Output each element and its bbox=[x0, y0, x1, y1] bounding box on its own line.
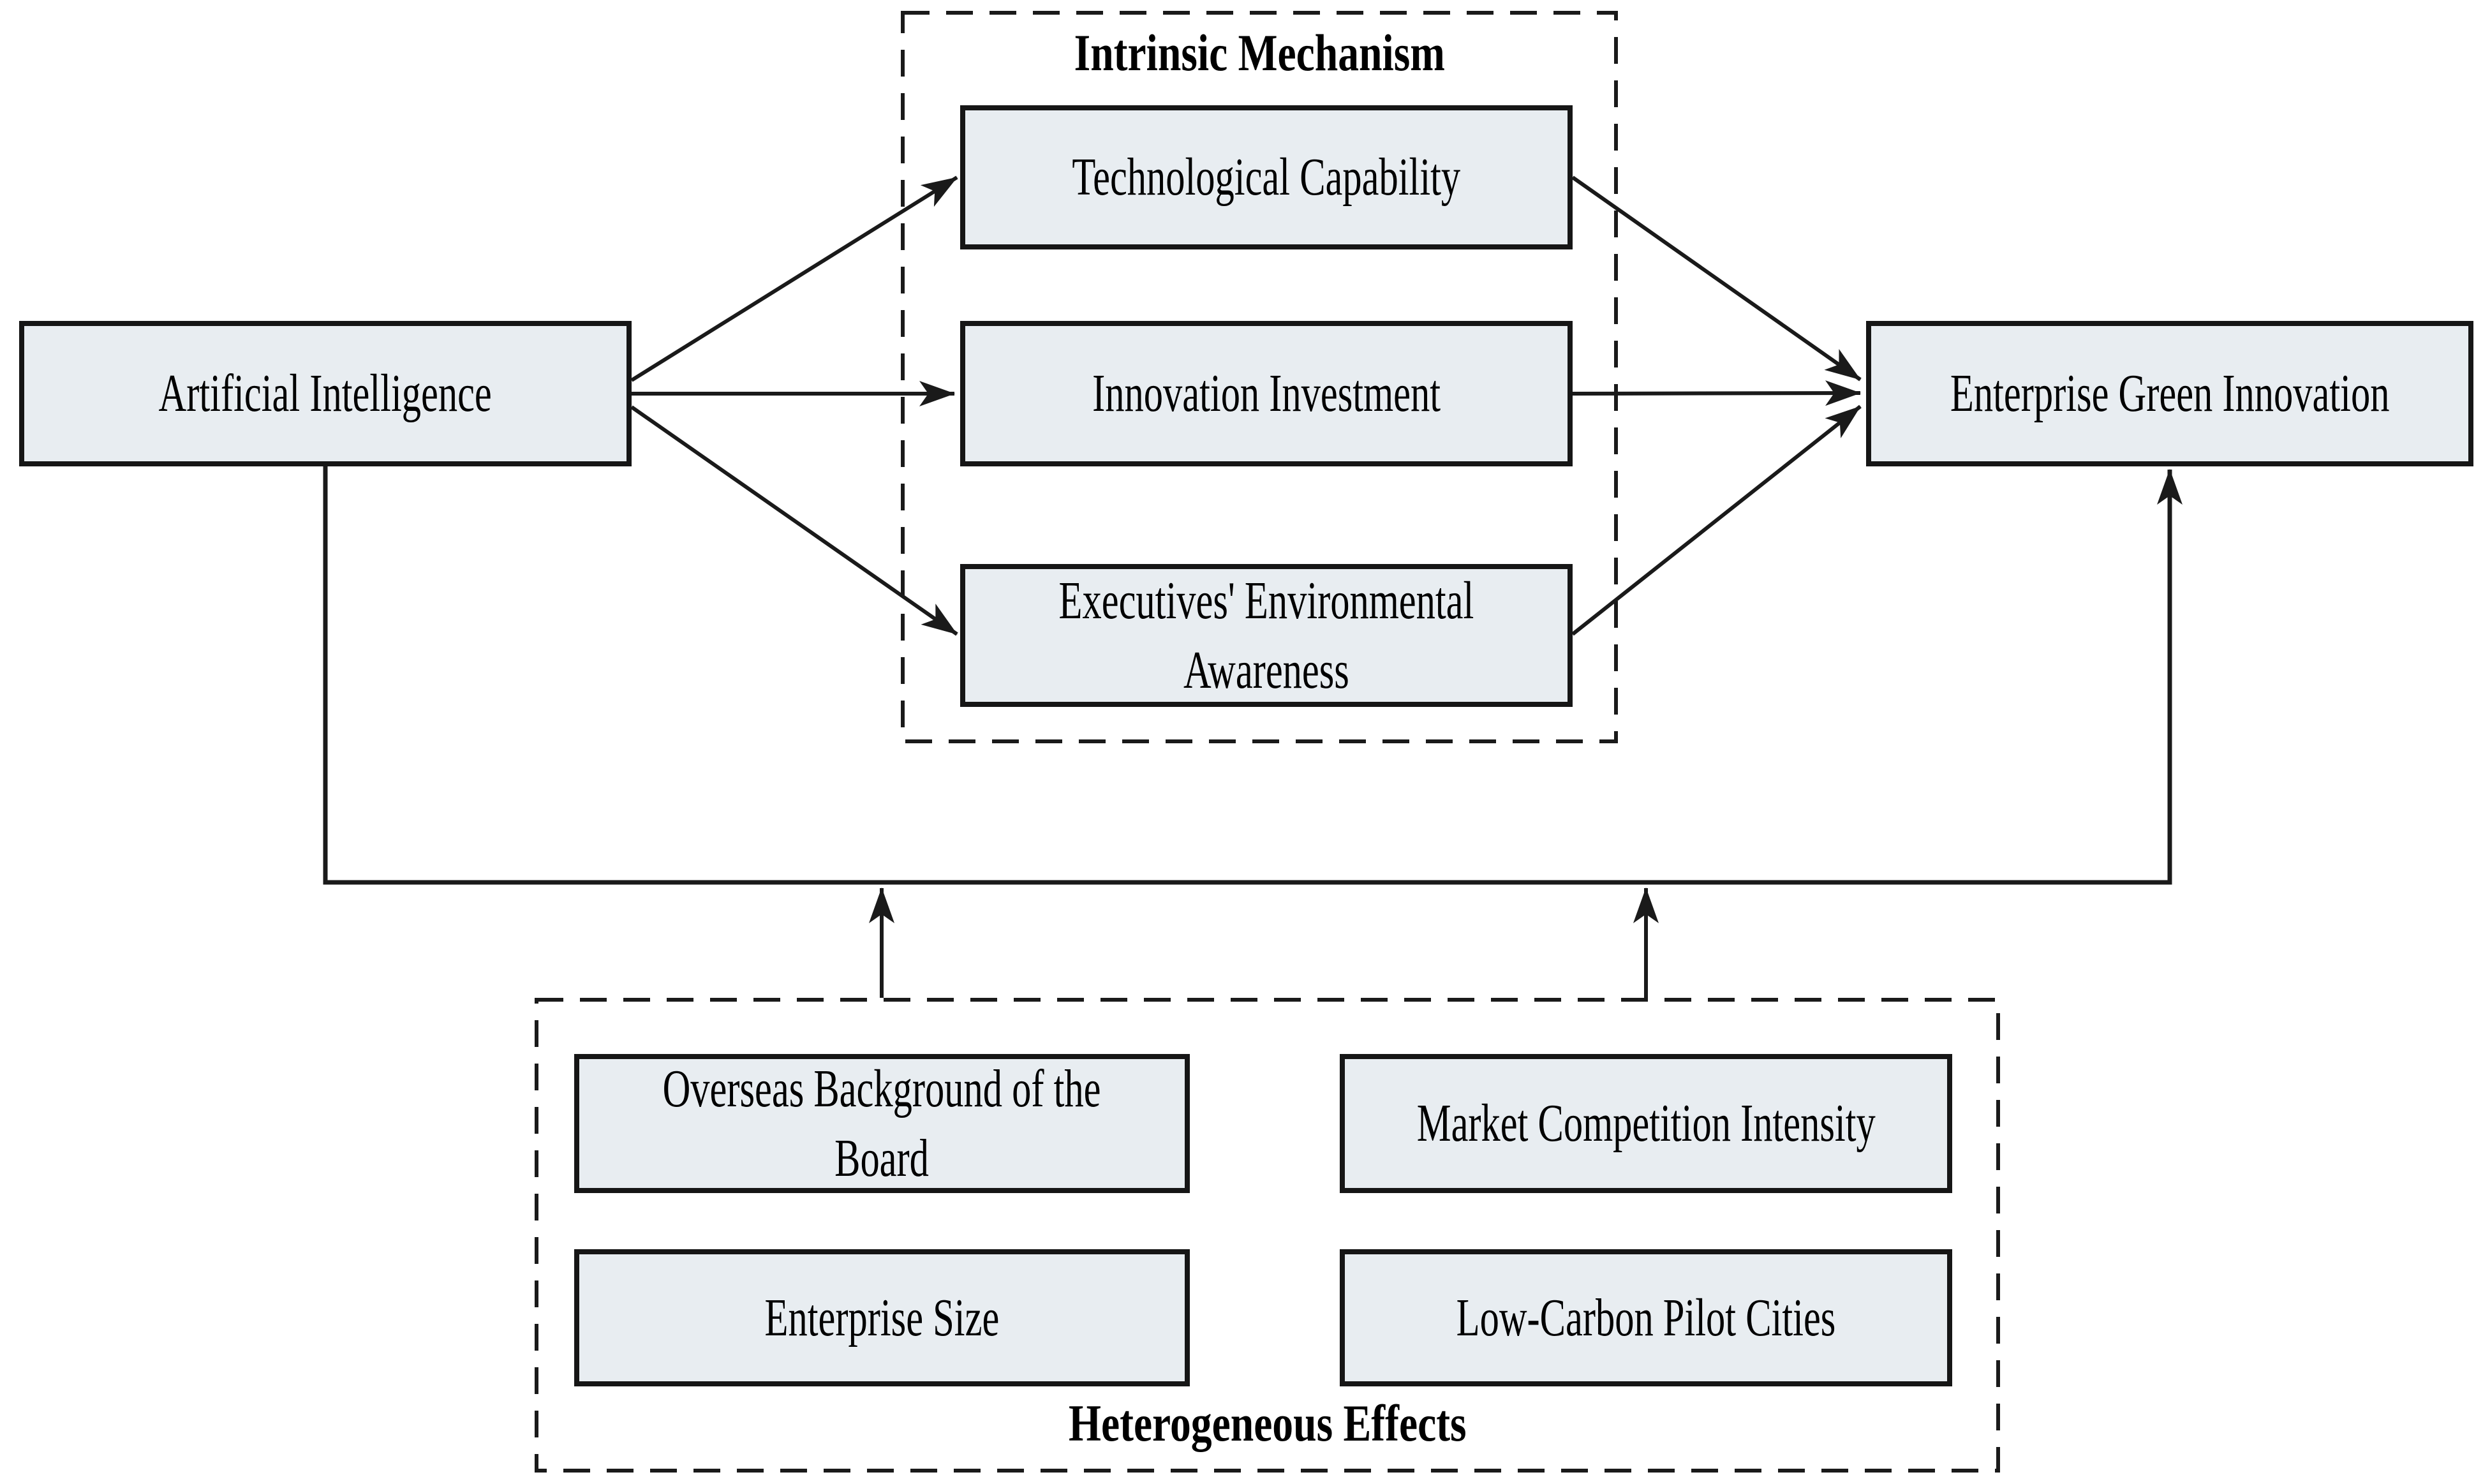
edge-ai-to-technological-capability bbox=[630, 175, 958, 382]
label-line-1: Overseas Background of the bbox=[663, 1058, 1101, 1118]
node-enterprise-size-label: Enterprise Size bbox=[764, 1287, 1000, 1347]
edge-executives-environmental-awareness-to-enterprise-green-innovation bbox=[1571, 404, 1862, 636]
edge-innovation-investment-to-enterprise-green-innovation bbox=[1572, 380, 1861, 406]
node-artificial-intelligence: Artificial Intelligence bbox=[19, 321, 632, 466]
node-technological-capability: Technological Capability bbox=[960, 105, 1573, 249]
edge-ai-to-executives-environmental-awareness bbox=[630, 405, 958, 636]
heterogeneous-effects-title-text: Heterogeneous Effects bbox=[1068, 1394, 1467, 1452]
node-overseas-background-of-the-board-label: Overseas Background of the Board bbox=[663, 1054, 1101, 1193]
edge-technological-capability-to-enterprise-green-innovation bbox=[1571, 175, 1862, 382]
node-artificial-intelligence-label: Artificial Intelligence bbox=[158, 364, 493, 424]
node-market-competition-intensity: Market Competition Intensity bbox=[1340, 1054, 1952, 1193]
intrinsic-mechanism-title-text: Intrinsic Mechanism bbox=[1074, 24, 1445, 82]
node-enterprise-size: Enterprise Size bbox=[574, 1249, 1190, 1386]
node-executives-environmental-awareness: Executives' Environmental Awareness bbox=[960, 564, 1573, 707]
intrinsic-mechanism-title: Intrinsic Mechanism bbox=[903, 19, 1616, 87]
node-executives-environmental-awareness-label: Executives' Environmental Awareness bbox=[1059, 566, 1474, 705]
label-line-2: Awareness bbox=[1183, 641, 1349, 700]
label-line-2: Board bbox=[834, 1129, 930, 1188]
node-innovation-investment-label: Innovation Investment bbox=[1092, 364, 1441, 424]
node-overseas-background-of-the-board: Overseas Background of the Board bbox=[574, 1054, 1190, 1193]
node-technological-capability-label: Technological Capability bbox=[1072, 147, 1461, 207]
node-market-competition-intensity-label: Market Competition Intensity bbox=[1416, 1094, 1876, 1154]
node-low-carbon-pilot-cities: Low-Carbon Pilot Cities bbox=[1340, 1249, 1952, 1386]
label-line-1: Executives' Environmental bbox=[1058, 570, 1474, 630]
node-innovation-investment: Innovation Investment bbox=[960, 321, 1573, 466]
node-enterprise-green-innovation-label: Enterprise Green Innovation bbox=[1950, 364, 2390, 424]
node-low-carbon-pilot-cities-label: Low-Carbon Pilot Cities bbox=[1456, 1287, 1836, 1347]
node-enterprise-green-innovation: Enterprise Green Innovation bbox=[1866, 321, 2473, 466]
heterogeneous-effects-title: Heterogeneous Effects bbox=[537, 1390, 1998, 1458]
